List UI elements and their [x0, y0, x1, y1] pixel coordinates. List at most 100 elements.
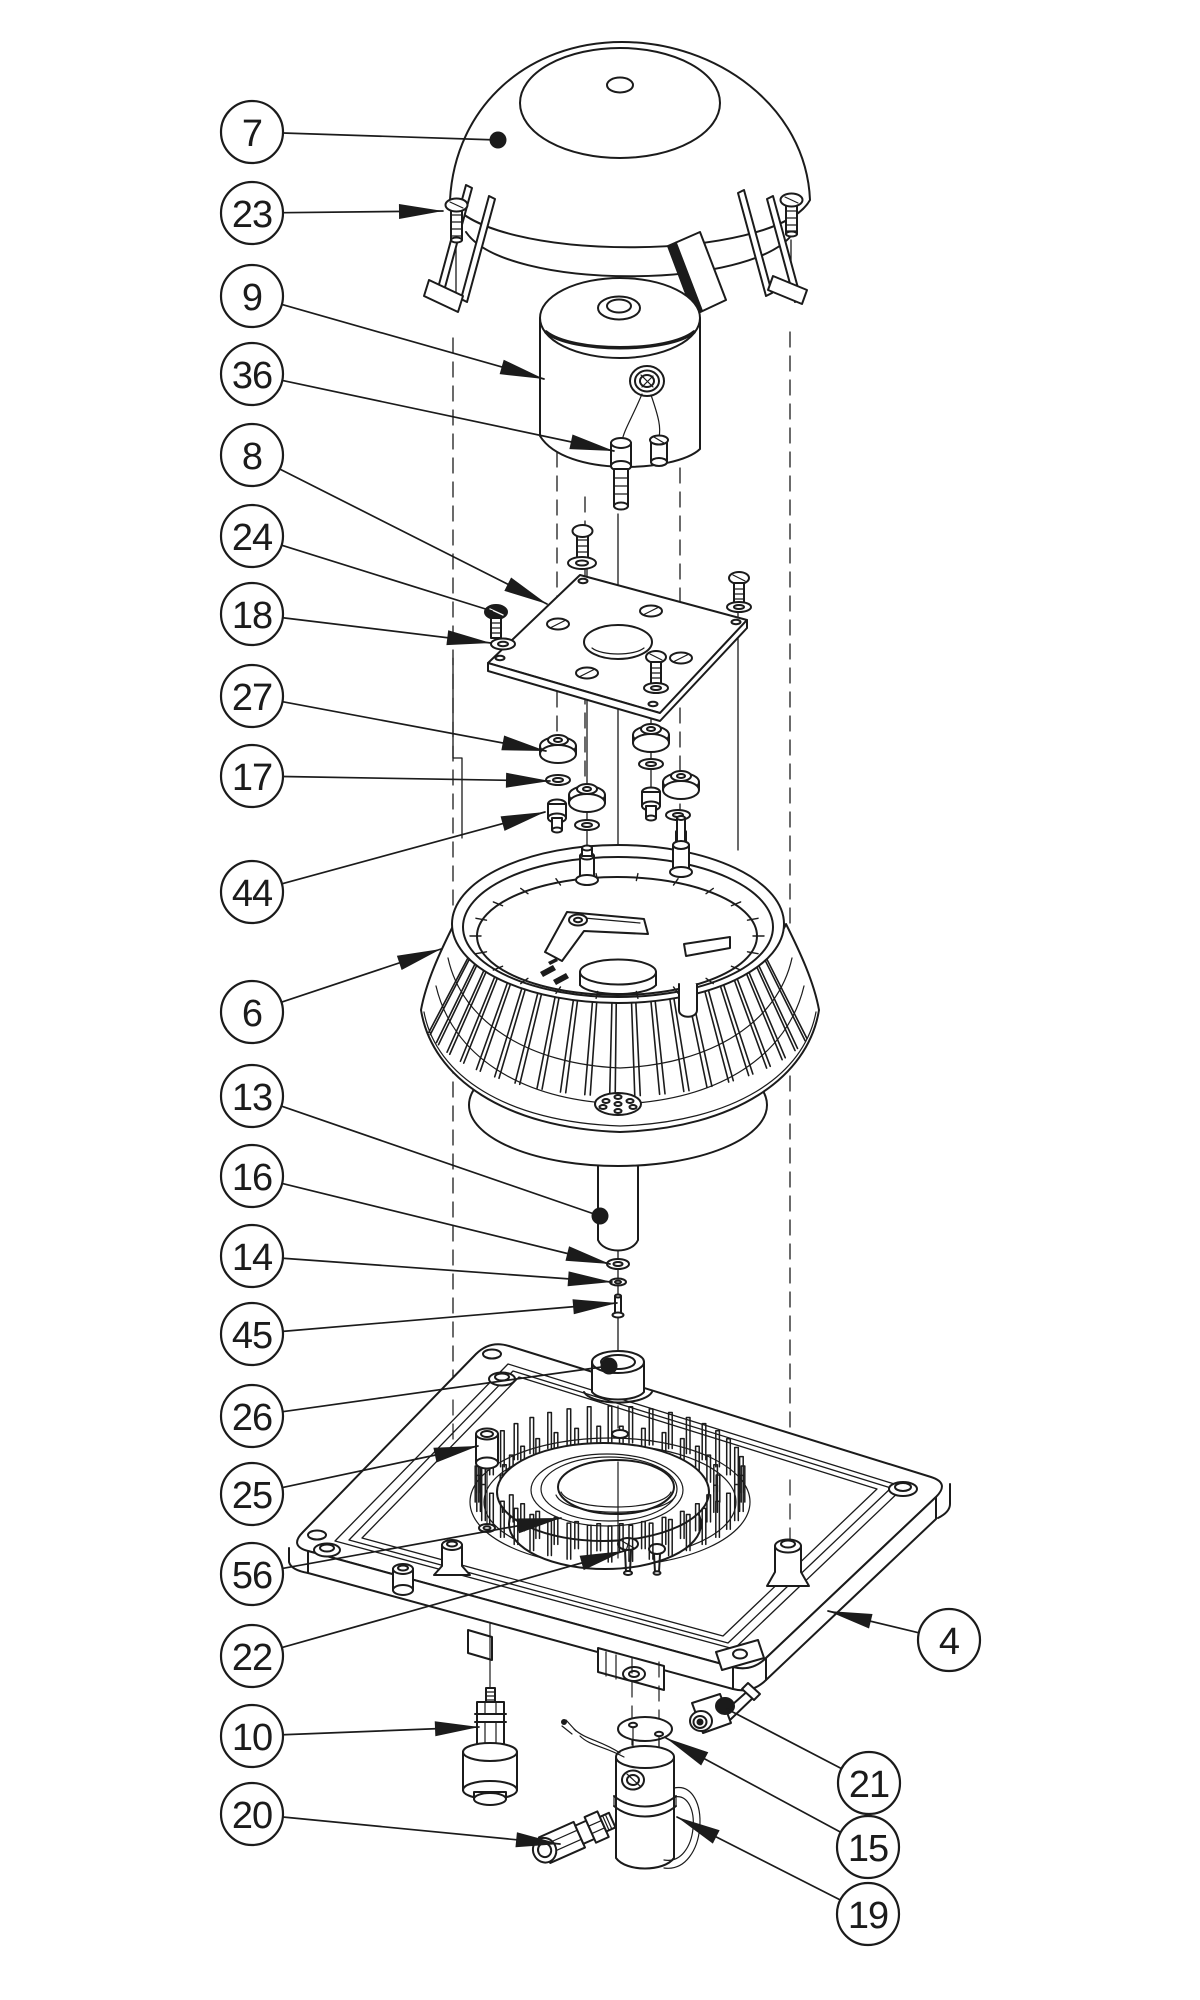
callout-24: 24: [219, 503, 493, 612]
callout-18: 18: [219, 581, 492, 647]
balloon-20: [219, 1781, 285, 1847]
finned-ring: [420, 815, 820, 1133]
dome-screw-left: [444, 197, 469, 244]
leader-line-9: [280, 303, 545, 380]
elbow-fitting: [689, 1682, 761, 1734]
callout-23: 23: [219, 180, 444, 246]
balloon-7: [219, 99, 285, 165]
terminal-fitting-right: [649, 434, 669, 467]
balloon-14: [219, 1223, 285, 1289]
balloon-label-25: 25: [232, 1475, 272, 1517]
shaft: [597, 1157, 639, 1252]
leader-line-26: [281, 1365, 610, 1413]
balloon-label-24: 24: [232, 517, 273, 559]
balloon-label-27: 27: [232, 677, 272, 719]
balloon-44: [219, 859, 285, 925]
rim-tabs: [469, 872, 765, 1000]
leader-line-24: [280, 544, 493, 612]
leader-line-15: [665, 1737, 842, 1834]
balloon-10: [219, 1703, 285, 1769]
callout-10: 10: [219, 1703, 480, 1769]
balloon-label-18: 18: [232, 595, 272, 637]
bottom-assembly: [462, 1623, 761, 1870]
balloon-label-4: 4: [939, 1621, 960, 1663]
pump-gasket: [617, 1716, 673, 1742]
callout-36: 36: [219, 341, 615, 452]
callout-8: 8: [219, 422, 548, 605]
leader-line-22: [280, 1550, 625, 1649]
callout-17: 17: [219, 743, 551, 809]
leader-line-27: [281, 700, 547, 752]
leader-line-8: [278, 468, 548, 605]
callout-44: 44: [219, 811, 546, 925]
float-switch: [462, 1623, 518, 1806]
leader-dot-26: [600, 1357, 618, 1375]
leader-line-6: [280, 948, 442, 1004]
disk-hub: [594, 1092, 642, 1116]
leader-line-36: [281, 379, 615, 452]
balloon-18: [219, 581, 285, 647]
balloon-label-23: 23: [232, 194, 272, 236]
ring-floor-arm: [544, 911, 649, 962]
leader-line-7: [282, 132, 499, 141]
balloon-6: [219, 979, 285, 1045]
leader-line-23: [282, 203, 444, 219]
terminal-fitting-left: [610, 437, 632, 511]
callout-7: 7: [219, 99, 507, 165]
callout-19: 19: [676, 1816, 901, 1947]
balloon-24: [219, 503, 285, 569]
balloon-label-26: 26: [232, 1397, 272, 1439]
callout-21: 21: [726, 1708, 902, 1816]
center-tab: [667, 231, 727, 316]
callout-15: 15: [665, 1737, 901, 1880]
balloon-label-45: 45: [232, 1315, 272, 1357]
balloon-label-7: 7: [242, 113, 262, 155]
balloon-23: [219, 180, 285, 246]
leader-dot-13: [591, 1207, 609, 1225]
ring-stud-left: [575, 844, 599, 886]
plate-screw-right: [726, 571, 752, 613]
grommet-stack-c: [632, 723, 670, 822]
impeller-collar: [496, 1442, 710, 1542]
leader-line-21: [726, 1708, 843, 1770]
motor-body: [539, 277, 701, 511]
plate-bosses: [392, 1538, 810, 1596]
balloon-label-17: 17: [232, 757, 272, 799]
leader-dot-7: [489, 131, 507, 149]
callout-14: 14: [219, 1223, 613, 1289]
mounting-plate-assembly: [484, 524, 752, 722]
leader-line-17: [282, 772, 551, 788]
grommet-stack-a: [539, 734, 577, 834]
callout-26: 26: [219, 1357, 618, 1449]
leader-line-25: [281, 1445, 479, 1489]
balloon-label-6: 6: [242, 993, 262, 1035]
balloon-21: [836, 1750, 902, 1816]
balloon-label-19: 19: [848, 1895, 888, 1937]
motor-port: [629, 365, 665, 397]
balloon-16: [219, 1143, 285, 1209]
balloon-label-14: 14: [232, 1237, 273, 1279]
balloon-8: [219, 422, 285, 488]
finned-ring-louvers: [428, 944, 808, 1097]
ring-center-bore: [579, 958, 657, 995]
callout-27: 27: [219, 663, 547, 752]
balloon-label-56: 56: [232, 1555, 272, 1597]
leader-line-18: [281, 616, 492, 646]
balloon-label-21: 21: [849, 1764, 889, 1806]
ring-stud-right: [669, 815, 693, 878]
balloon-26: [219, 1383, 285, 1449]
balloon-4: [916, 1607, 982, 1673]
grommet-stacks: [539, 723, 700, 852]
leader-line-44: [281, 811, 546, 885]
balloon-label-10: 10: [232, 1717, 272, 1759]
leader-line-10: [282, 1721, 480, 1737]
leader-line-14: [282, 1257, 613, 1287]
balloon-22: [219, 1623, 285, 1689]
balloon-27: [219, 663, 285, 729]
leader-line-45: [282, 1299, 618, 1333]
callout-4: 4: [827, 1607, 982, 1673]
plate-screw-top: [567, 524, 597, 570]
balloon-9: [219, 263, 285, 329]
base-plate-assembly: [288, 1343, 951, 1692]
